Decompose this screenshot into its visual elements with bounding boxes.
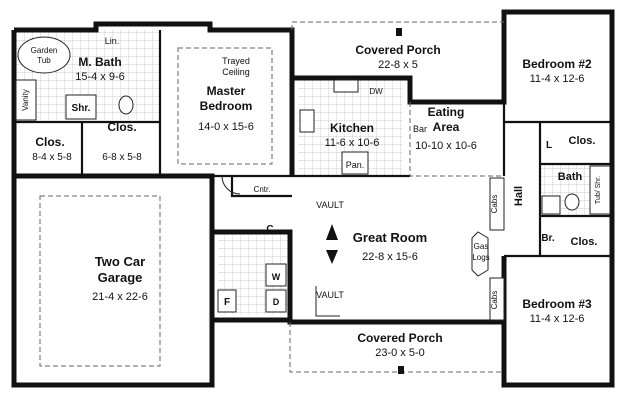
hall-sink-icon — [541, 195, 561, 215]
cabs-bottom-label: Cabs — [490, 291, 499, 310]
clos-bed2-label: Clos. — [569, 135, 596, 147]
bath-label: Bath — [558, 171, 583, 183]
master-name-1: Master — [207, 84, 246, 98]
clos1-name: Clos. — [35, 135, 64, 149]
cabs-top-label: Cabs — [490, 195, 499, 214]
kitchen-dims: 11-6 x 10-6 — [325, 137, 380, 149]
gas-label-1: Gas — [474, 242, 489, 251]
lin-label: Lin. — [105, 36, 120, 46]
tub-shower-icon — [589, 165, 611, 215]
sink-icon — [333, 79, 359, 93]
vault-arrow-down-icon — [326, 224, 338, 240]
clos2-dims: 6-8 x 5-8 — [102, 152, 142, 163]
garage-name-2: Garage — [98, 270, 143, 285]
gas-label-2: Logs — [472, 253, 489, 262]
cntr-label: Cntr. — [254, 185, 271, 194]
l-label: L — [546, 140, 552, 151]
garage-slab-outline — [39, 195, 161, 367]
f-label: F — [224, 297, 230, 308]
dw-label: DW — [369, 87, 383, 96]
washer-icon — [265, 263, 287, 287]
utility-wall — [210, 174, 292, 232]
great-room-dims: 22-8 x 15-6 — [362, 251, 418, 263]
clos-bed3-label: Clos. — [571, 236, 598, 248]
vanity-counter-icon — [15, 79, 37, 121]
cabs-top-icon — [489, 177, 505, 231]
vault-top-label: VAULT — [316, 200, 344, 210]
porch-bottom-outline — [289, 322, 504, 373]
mbath-name: M. Bath — [78, 55, 121, 69]
great-room-name: Great Room — [353, 230, 427, 245]
north-east-walls — [289, 9, 615, 388]
garden-tub-icon — [17, 36, 71, 74]
hall-toilet-icon — [564, 193, 580, 211]
freezer-icon — [217, 289, 237, 313]
garage-dims: 21-4 x 22-6 — [92, 291, 148, 303]
garage-walls — [11, 30, 215, 388]
trayed-label-1: Trayed — [222, 56, 250, 66]
bedroom3-name: Bedroom #3 — [522, 297, 592, 311]
fireplace-icon — [471, 231, 489, 277]
br-label: Br. — [541, 233, 555, 244]
garden-tub-label-2: Tub — [37, 56, 51, 65]
porch-bottom-name: Covered Porch — [357, 331, 442, 345]
dryer-icon — [265, 289, 287, 313]
range-icon — [299, 109, 315, 133]
kitchen-name: Kitchen — [330, 121, 374, 135]
porch-top-name: Covered Porch — [355, 43, 440, 57]
clos2-name: Clos. — [107, 120, 136, 134]
bedroom2-name: Bedroom #2 — [522, 57, 592, 71]
porch-top-outline — [291, 21, 504, 30]
d-label: D — [273, 297, 280, 307]
hall-label: Hall — [513, 186, 525, 206]
vanity-label: Vanity — [21, 89, 30, 111]
eating-name-2: Area — [433, 120, 460, 134]
front-door-swing — [315, 286, 340, 317]
vault-bottom-label: VAULT — [316, 290, 344, 300]
master-dims: 14-0 x 15-6 — [198, 121, 254, 133]
porch-post-top — [396, 28, 402, 36]
shower-icon — [65, 94, 97, 120]
bedroom3-dims: 11-4 x 12-6 — [530, 313, 585, 325]
mbath-dims: 15-4 x 9-6 — [75, 71, 125, 83]
garage-name-1: Two Car — [95, 254, 145, 269]
c-label: C — [266, 224, 273, 235]
porch-post-bottom — [398, 366, 404, 374]
pan-label: Pan. — [346, 160, 365, 170]
master-name-2: Bedroom — [200, 99, 253, 113]
eating-area-outline — [409, 102, 504, 177]
porch-top-dims: 22-8 x 5 — [378, 59, 418, 71]
toilet-icon — [118, 95, 134, 115]
counter-line — [230, 176, 292, 198]
porch-bottom-dims: 23-0 x 5-0 — [375, 347, 425, 359]
clos1-dims: 8-4 x 5-8 — [32, 152, 72, 163]
eating-dims: 10-10 x 10-6 — [415, 140, 477, 152]
w-label: W — [272, 272, 281, 282]
shr-label: Shr. — [72, 103, 91, 114]
eating-name-1: Eating — [428, 105, 465, 119]
trayed-label-2: Ceiling — [222, 67, 250, 77]
pantry-icon — [341, 151, 369, 175]
trayed-ceiling-outline — [177, 47, 273, 165]
cabs-bottom-icon — [489, 277, 505, 321]
garage-door-swing — [221, 175, 241, 195]
garden-tub-label-1: Garden — [31, 46, 58, 55]
bedroom2-dims: 11-4 x 12-6 — [530, 73, 585, 85]
vault-arrow-up-icon — [326, 250, 338, 264]
bar-label: Bar — [413, 124, 427, 134]
tub-shr-label: Tub/ Shr. — [595, 176, 602, 204]
